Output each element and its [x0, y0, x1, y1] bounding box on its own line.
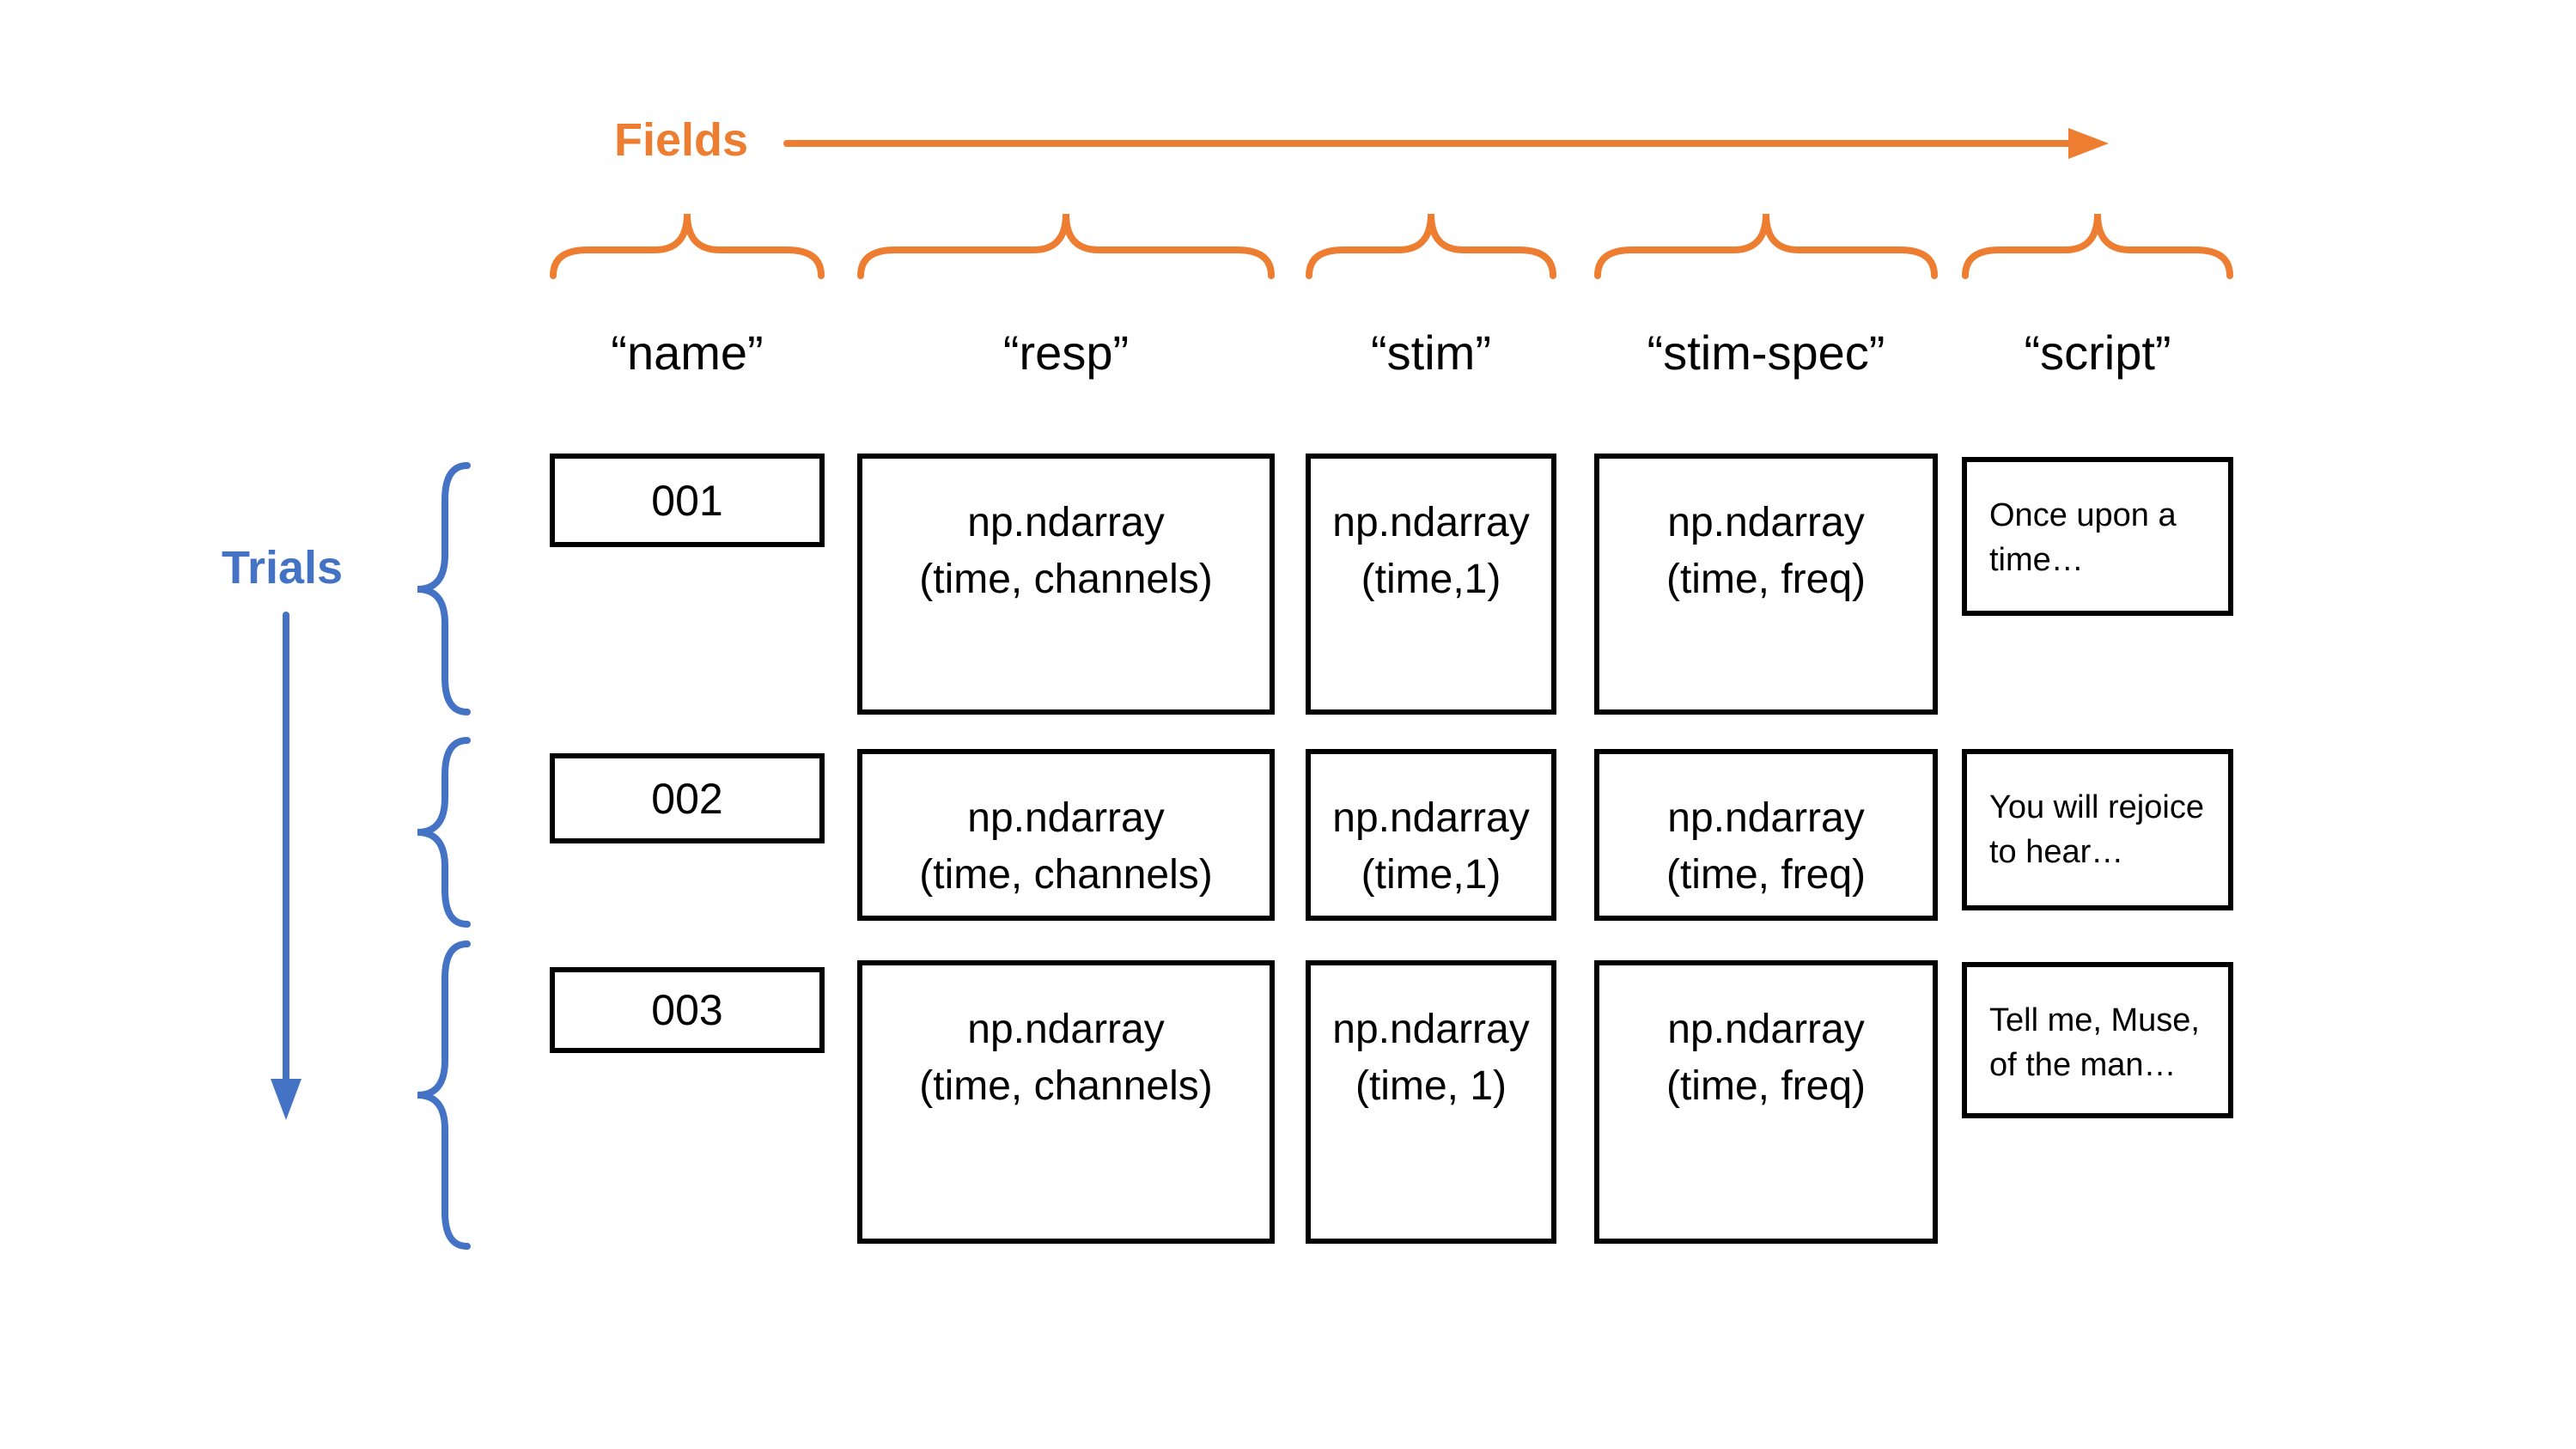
ndarray-type: np.ndarray [1667, 500, 1865, 545]
script-text: You will rejoice [1989, 789, 2204, 825]
cell-resp-trial-2: np.ndarray (time, channels) [857, 749, 1275, 921]
column-brace-name-icon [550, 213, 825, 279]
cell-stim-spec-trial-2: np.ndarray (time, freq) [1594, 749, 1938, 921]
column-header-script: “script” [2024, 326, 2171, 380]
cell-name-trial-3: 003 [550, 967, 825, 1053]
row-brace-trial-3-icon [417, 941, 471, 1250]
ndarray-type: np.ndarray [1332, 500, 1530, 545]
ndarray-type: np.ndarray [1667, 795, 1865, 841]
column-header-resp: “resp” [1002, 326, 1130, 380]
column-header-name: “name” [611, 326, 764, 380]
column-header-stim: “stim” [1371, 326, 1491, 380]
ndarray-shape: (time, channels) [919, 557, 1213, 602]
ndarray-type: np.ndarray [967, 500, 1165, 545]
column-brace-stim-icon [1306, 213, 1556, 279]
trial-id: 002 [651, 774, 723, 823]
trial-id: 003 [651, 986, 723, 1034]
ndarray-shape: (time, freq) [1666, 1063, 1867, 1109]
ndarray-type: np.ndarray [967, 795, 1165, 841]
ndarray-type: np.ndarray [1332, 795, 1530, 841]
fields-right-arrow-icon [783, 128, 2109, 159]
script-text: time… [1989, 542, 2084, 578]
ndarray-type: np.ndarray [1667, 1007, 1865, 1052]
cell-resp-trial-1: np.ndarray (time, channels) [857, 454, 1275, 715]
trials-axis-label: Trials [222, 542, 344, 594]
cell-script-trial-2: You will rejoice to hear… [1962, 749, 2233, 910]
column-brace-stim-spec-icon [1594, 213, 1938, 279]
ndarray-type: np.ndarray [967, 1007, 1165, 1052]
column-brace-script-icon [1962, 213, 2233, 279]
cell-script-trial-1: Once upon a time… [1962, 457, 2233, 616]
trials-down-arrow-icon [271, 612, 301, 1120]
script-text: to hear… [1989, 834, 2124, 870]
fields-axis-label: Fields [614, 114, 749, 166]
ndarray-shape: (time, channels) [919, 1063, 1213, 1109]
cell-script-trial-3: Tell me, Muse, of the man… [1962, 962, 2233, 1118]
cell-stim-trial-3: np.ndarray (time, 1) [1306, 960, 1556, 1244]
cell-stim-trial-2: np.ndarray (time,1) [1306, 749, 1556, 921]
row-brace-trial-1-icon [417, 462, 471, 715]
ndarray-shape: (time, channels) [919, 852, 1213, 898]
ndarray-shape: (time,1) [1361, 557, 1501, 602]
cell-name-trial-1: 001 [550, 454, 825, 547]
script-text: of the man… [1989, 1047, 2177, 1083]
cell-resp-trial-3: np.ndarray (time, channels) [857, 960, 1275, 1244]
row-brace-trial-2-icon [417, 737, 471, 928]
ndarray-shape: (time,1) [1361, 852, 1501, 898]
cell-name-trial-2: 002 [550, 753, 825, 843]
cell-stim-spec-trial-3: np.ndarray (time, freq) [1594, 960, 1938, 1244]
column-brace-resp-icon [857, 213, 1275, 279]
ndarray-shape: (time, 1) [1355, 1063, 1507, 1109]
script-text: Tell me, Muse, [1989, 1002, 2200, 1038]
script-text: Once upon a [1989, 497, 2177, 533]
ndarray-type: np.ndarray [1332, 1007, 1530, 1052]
cell-stim-trial-1: np.ndarray (time,1) [1306, 454, 1556, 715]
trial-id: 001 [651, 476, 723, 525]
cell-stim-spec-trial-1: np.ndarray (time, freq) [1594, 454, 1938, 715]
ndarray-shape: (time, freq) [1666, 852, 1867, 898]
column-header-stim-spec: “stim-spec” [1647, 326, 1885, 380]
ndarray-shape: (time, freq) [1666, 557, 1867, 602]
